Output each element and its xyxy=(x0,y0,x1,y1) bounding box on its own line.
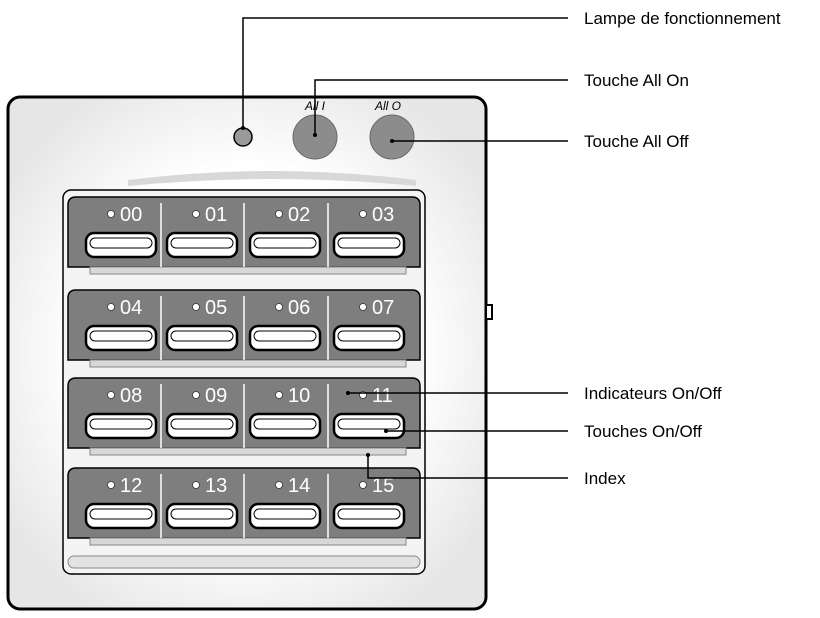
indicator-led xyxy=(192,391,200,399)
on-off-key[interactable] xyxy=(248,502,322,530)
on-off-key[interactable] xyxy=(84,231,158,259)
indicator-led xyxy=(107,391,115,399)
on-off-key[interactable] xyxy=(332,231,406,259)
indicator-led xyxy=(107,210,115,218)
channel-number: 04 xyxy=(120,297,142,319)
keypad-row: 12 13 14 15 xyxy=(67,467,421,546)
on-off-key[interactable] xyxy=(84,324,158,352)
indicator-led xyxy=(359,481,367,489)
on-off-key[interactable] xyxy=(165,324,239,352)
channel-number: 15 xyxy=(372,475,394,497)
top-shade xyxy=(128,171,416,186)
all-on-leader xyxy=(314,79,568,135)
on-off-key[interactable] xyxy=(165,412,239,440)
index-strip xyxy=(89,537,407,546)
lamp-callout: Lampe de fonctionnement xyxy=(584,9,781,28)
on-off-key[interactable] xyxy=(165,502,239,530)
on-off-key[interactable] xyxy=(248,324,322,352)
indicator-led xyxy=(275,303,283,311)
keys-callout: Touches On/Off xyxy=(584,422,702,441)
on-off-key[interactable] xyxy=(84,412,158,440)
all-on-callout: Touche All On xyxy=(584,71,689,90)
indicator-led xyxy=(275,391,283,399)
side-notch xyxy=(485,304,493,320)
keypad-rows: 00 01 02 03 04 05 06 07 08 09 10 11 12 13 14 15 xyxy=(67,196,421,546)
on-off-key[interactable] xyxy=(332,412,406,440)
all-off-button[interactable] xyxy=(369,114,415,160)
keypad-row: 00 01 02 03 xyxy=(67,196,421,275)
on-off-key[interactable] xyxy=(248,412,322,440)
indicator-led xyxy=(192,481,200,489)
all-off-label: All O xyxy=(374,99,401,113)
index-callout: Index xyxy=(584,469,626,488)
indicator-led xyxy=(359,210,367,218)
operation-lamp xyxy=(233,127,253,147)
indicator-led xyxy=(107,481,115,489)
channel-number: 07 xyxy=(372,297,394,319)
index-strip xyxy=(89,266,407,275)
keypad-row: 04 05 06 07 xyxy=(67,289,421,368)
lamp-leader xyxy=(242,17,568,128)
channel-number: 03 xyxy=(372,204,394,226)
indicator-led xyxy=(359,303,367,311)
bottom-strip xyxy=(67,555,421,569)
on-off-key[interactable] xyxy=(332,502,406,530)
channel-number: 14 xyxy=(288,475,310,497)
callout-endpoints xyxy=(241,126,394,457)
index-strip xyxy=(89,447,407,456)
channel-number: 01 xyxy=(205,204,227,226)
channel-number: 10 xyxy=(288,385,310,407)
keypad-row: 08 09 10 11 xyxy=(67,377,421,456)
on-off-key[interactable] xyxy=(248,231,322,259)
channel-number: 00 xyxy=(120,204,142,226)
index-strip xyxy=(89,359,407,368)
on-off-key[interactable] xyxy=(84,502,158,530)
channel-number: 08 xyxy=(120,385,142,407)
indicator-led xyxy=(107,303,115,311)
callout-lines xyxy=(242,17,568,479)
indicator-led xyxy=(192,210,200,218)
indicators-callout: Indicateurs On/Off xyxy=(584,384,722,403)
indicator-led xyxy=(275,481,283,489)
channel-number: 12 xyxy=(120,475,142,497)
on-off-key[interactable] xyxy=(332,324,406,352)
channel-number: 11 xyxy=(372,385,393,407)
channel-number: 05 xyxy=(205,297,227,319)
channel-number: 02 xyxy=(288,204,310,226)
channel-number: 06 xyxy=(288,297,310,319)
channel-number: 13 xyxy=(205,475,227,497)
all-off-callout: Touche All Off xyxy=(584,132,689,151)
index-leader xyxy=(367,455,568,479)
on-off-key[interactable] xyxy=(165,231,239,259)
channel-number: 09 xyxy=(205,385,227,407)
indicator-led xyxy=(192,303,200,311)
indicator-led xyxy=(275,210,283,218)
